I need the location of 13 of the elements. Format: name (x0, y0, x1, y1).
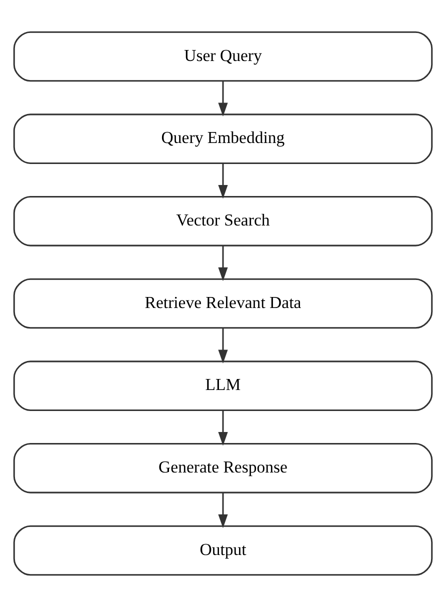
node-box: Generate Response (13, 443, 433, 494)
node-box: Retrieve Relevant Data (13, 278, 433, 329)
arrow (218, 163, 228, 199)
arrow (218, 492, 228, 528)
arrow (218, 246, 228, 282)
arrow (218, 80, 228, 116)
node-box: LLM (13, 360, 433, 411)
arrow (218, 328, 228, 364)
arrow (218, 410, 228, 446)
node-box: Query Embedding (13, 114, 433, 164)
node-box: Output (13, 525, 433, 576)
node-box: Vector Search (13, 196, 433, 246)
node-box: User Query (13, 31, 433, 82)
